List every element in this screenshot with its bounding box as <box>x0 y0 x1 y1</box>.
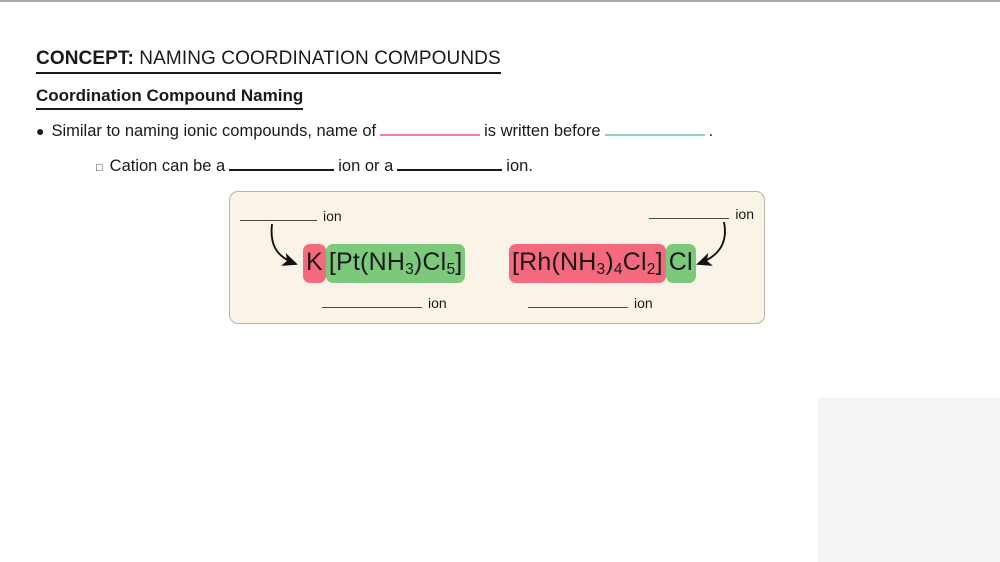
diagram-label-top-left: ion <box>240 208 342 224</box>
diagram-blank-top-right <box>649 218 730 219</box>
diagram-blank-bottom-right <box>528 307 628 308</box>
formula-1-complex-mid: )Cl <box>413 248 447 276</box>
formula-2-complex-mid: ) <box>605 248 614 276</box>
formula-1-cation: K <box>303 244 326 283</box>
diagram-label-bottom-right-text: ion <box>634 295 653 311</box>
diagram-label-top-right: ion <box>649 206 754 222</box>
bullet-dot-icon: ● <box>36 123 45 139</box>
bullet-text-part-1: Similar to naming ionic compounds, name … <box>51 122 377 140</box>
formula-2-complex-mid-2: Cl <box>622 248 647 276</box>
diagram-label-bottom-right: ion <box>528 295 653 311</box>
formula-1-complex-open: [Pt(NH <box>328 248 406 276</box>
bullet-item-secondary: □ Cation can be a ion or a ion. <box>96 157 533 176</box>
bullet-text-part-3: . <box>708 122 714 140</box>
arrow-cation-left <box>270 223 298 266</box>
bullet-item-primary: ● Similar to naming ionic compounds, nam… <box>36 122 713 141</box>
square-bullet-icon: □ <box>96 162 103 174</box>
bullet-text-part-2: is written before <box>484 122 601 140</box>
formula-2-subscript-1: 3 <box>596 261 606 279</box>
concept-title-text: NAMING COORDINATION COMPOUNDS <box>133 48 501 69</box>
diagram-label-top-left-text: ion <box>323 208 342 224</box>
page-title: CONCEPT: NAMING COORDINATION COMPOUNDS <box>36 48 501 74</box>
diagram-label-bottom-left-text: ion <box>428 295 447 311</box>
fill-blank-cation-type-1 <box>229 169 335 171</box>
formula-2-subscript-3: 2 <box>646 261 656 279</box>
top-divider <box>0 0 1000 2</box>
diagram-label-bottom-left: ion <box>322 295 447 311</box>
formula-2-anion: Cl <box>665 244 696 283</box>
formula-2-subscript-2: 4 <box>613 261 623 279</box>
formula-1-subscript-1: 3 <box>405 261 414 279</box>
formula-potassium-complex: K[Pt(NH3)Cl5] <box>303 244 466 283</box>
coordination-compound-diagram: ion ion ion ion K[Pt(NH3)Cl5] [Rh(NH3)4C… <box>229 191 765 324</box>
fill-blank-cation <box>380 134 481 136</box>
formula-1-complex-close: ] <box>455 248 463 276</box>
sub-bullet-text-part-1: Cation can be a <box>109 157 226 175</box>
instructor-webcam-overlay[interactable]: CLUTCH <box>818 398 1000 562</box>
webcam-background <box>818 398 1000 562</box>
fill-blank-cation-type-2 <box>397 169 503 171</box>
diagram-blank-bottom-left <box>322 307 422 308</box>
arrow-anion-right <box>696 221 726 266</box>
section-heading: Coordination Compound Naming <box>36 86 304 110</box>
formula-2-complex-open: [Rh(NH <box>512 248 597 276</box>
formula-1-complex-ion: [Pt(NH3)Cl5] <box>325 244 466 283</box>
sub-bullet-text-part-2: ion or a <box>338 157 394 175</box>
fill-blank-anion <box>604 134 705 136</box>
formula-1-subscript-2: 5 <box>446 261 456 279</box>
formula-2-complex-ion: [Rh(NH3)4Cl2] <box>509 244 666 283</box>
diagram-label-top-right-text: ion <box>735 206 754 222</box>
sub-bullet-text-part-3: ion. <box>506 157 533 175</box>
formula-2-complex-close: ] <box>655 248 663 276</box>
concept-label: CONCEPT: <box>36 48 134 69</box>
formula-rhodium-complex: [Rh(NH3)4Cl2]Cl <box>509 244 696 283</box>
diagram-blank-top-left <box>240 220 317 221</box>
